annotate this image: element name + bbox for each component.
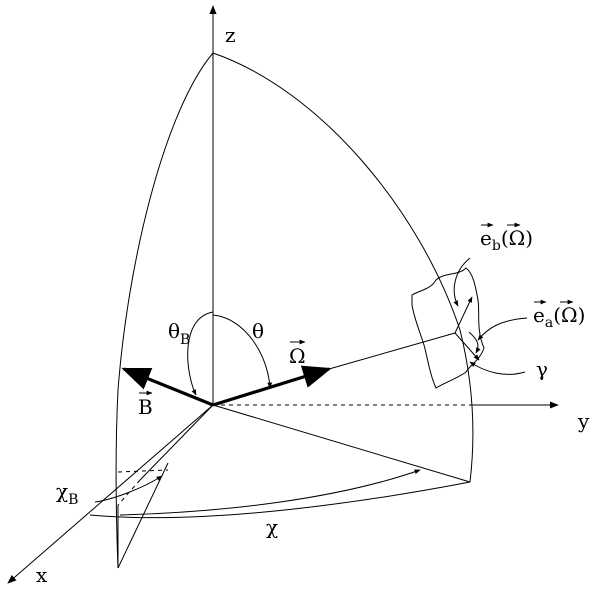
gamma-label: γ (536, 357, 548, 381)
e-a-label: ea(Ω) (533, 299, 585, 331)
y-axis-label: y (577, 409, 590, 433)
b-plane-edge (117, 462, 169, 569)
x-axis (7, 404, 214, 584)
chi-b-label: χB (56, 479, 78, 508)
omega-line-extension (328, 332, 456, 370)
omega-projection (212, 404, 471, 483)
e-b-label: eb(Ω) (480, 222, 533, 254)
svg-text:eb(Ω): eb(Ω) (480, 226, 533, 254)
theta-arc (212, 314, 273, 389)
omega-label: Ω (289, 339, 306, 368)
theta-b-arc (187, 311, 214, 396)
z-axis-label: z (225, 23, 236, 47)
b-vector (121, 367, 214, 407)
x-axis-label: x (36, 563, 48, 587)
e-a-leader (477, 317, 528, 341)
b-vector-label: B (138, 390, 153, 419)
meridian-arc-y (212, 52, 474, 483)
gamma-leader (469, 361, 526, 375)
svg-text:B: B (138, 395, 153, 419)
theta-label: θ (252, 319, 264, 343)
chi-label: χ (266, 515, 278, 539)
chi-b-guide (117, 469, 169, 473)
chi-b-arc (94, 475, 163, 503)
polarization-patch (411, 267, 485, 389)
equator-arc (89, 481, 471, 519)
b-projection (139, 404, 214, 481)
e-b-leader (453, 257, 471, 307)
omega-vector (212, 365, 332, 407)
svg-text:ea(Ω): ea(Ω) (533, 303, 585, 331)
e-a-vector (454, 332, 480, 361)
meridian-arc-b (115, 52, 214, 569)
svg-text:Ω: Ω (289, 344, 306, 368)
gamma-arc (468, 331, 481, 354)
e-b-vector (454, 296, 473, 334)
chi-arc (119, 469, 421, 516)
theta-b-label: θB (168, 319, 190, 348)
